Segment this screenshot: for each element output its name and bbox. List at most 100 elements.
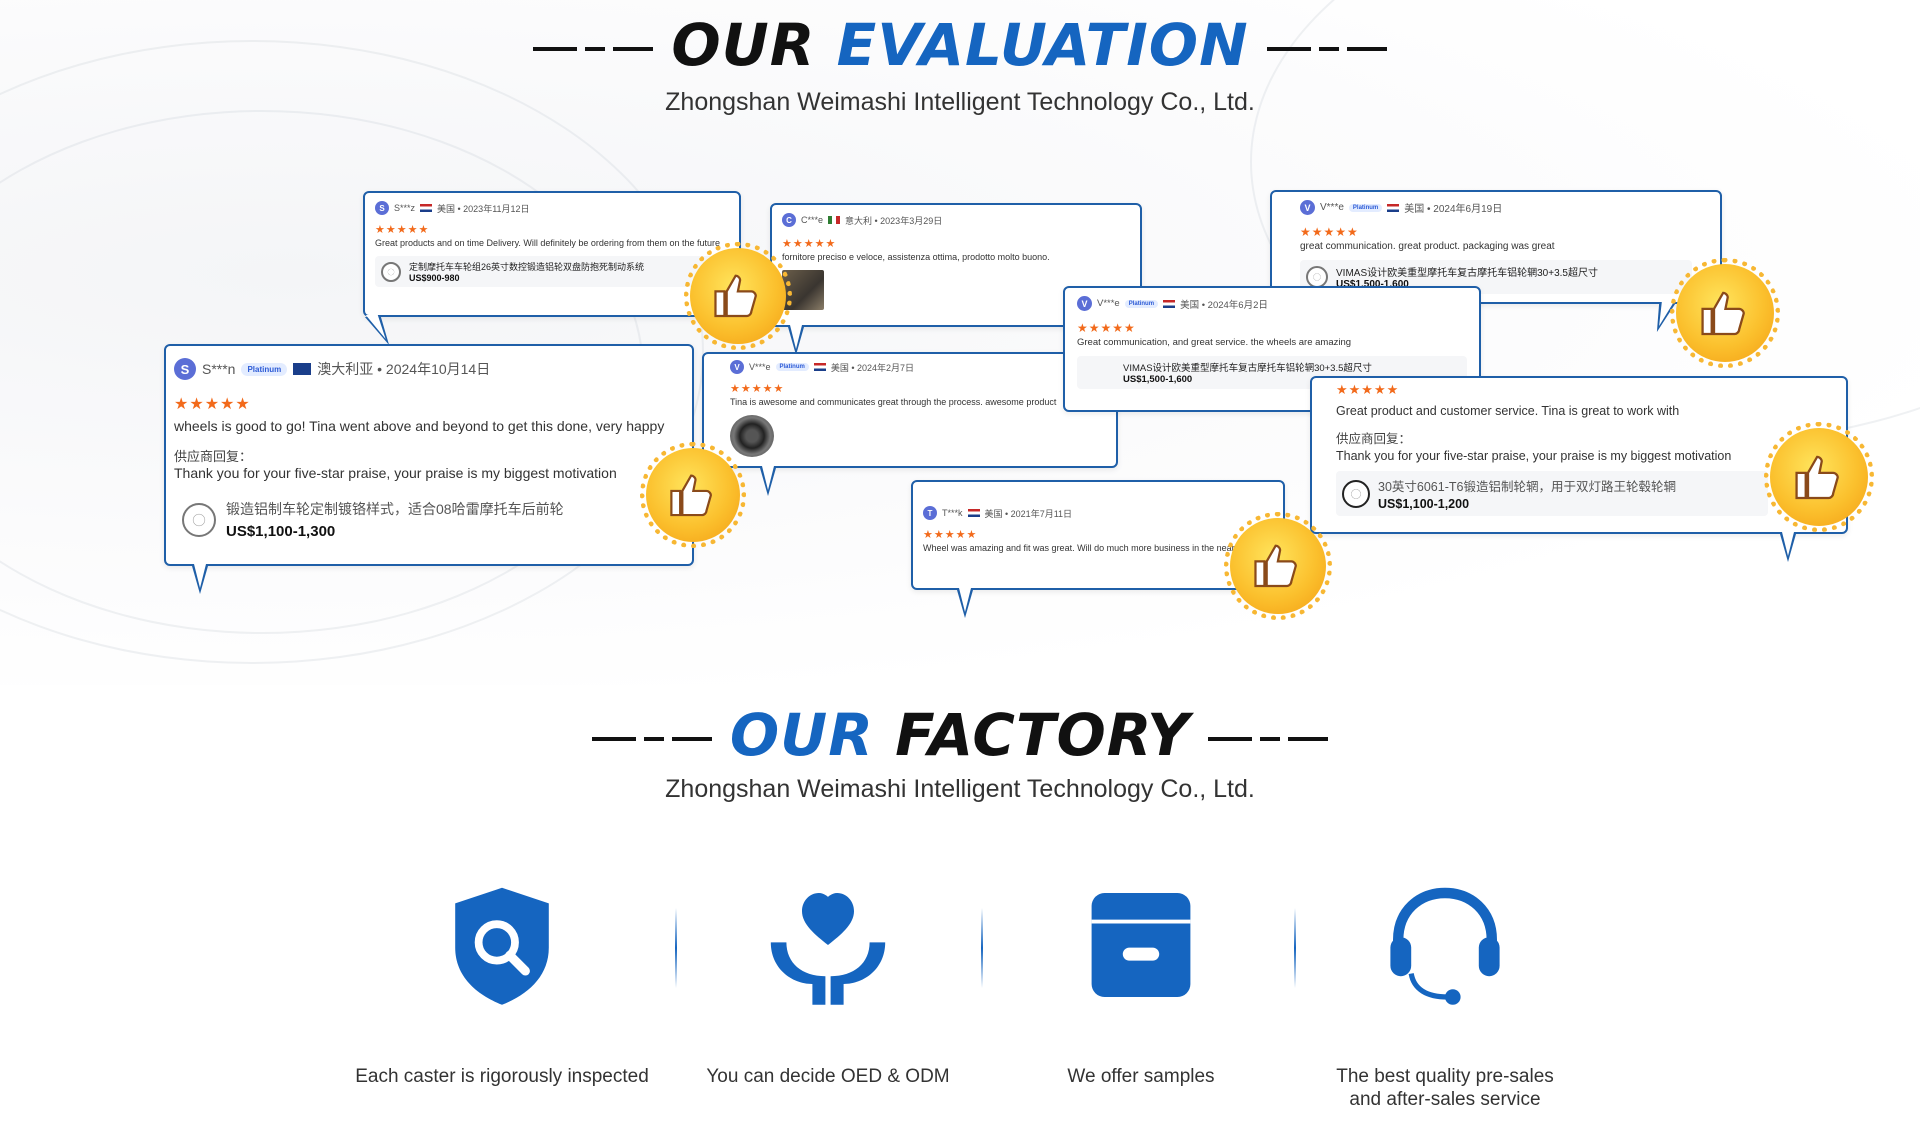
reviewer-name: S***z xyxy=(394,203,416,213)
product-name: VIMAS设计欧美重型摩托车复古摩托车铝轮辋30+3.5超尺寸 xyxy=(1336,268,1598,279)
feature-label: The best quality pre-sales and after-sal… xyxy=(1336,1066,1554,1110)
review-photo xyxy=(730,415,774,457)
speech-tail xyxy=(1780,532,1796,562)
rating-stars: ★★★★★ xyxy=(375,224,430,236)
flag-icon xyxy=(828,216,841,224)
reviewer-name: V***e xyxy=(1097,298,1120,309)
review-meta: 美国 • 2024年2月7日 xyxy=(830,362,915,373)
review-text: great communication. great product. pack… xyxy=(1300,241,1555,252)
review-meta: 美国 • 2023年11月12日 xyxy=(437,203,530,214)
avatar: V xyxy=(1077,296,1092,311)
platinum-badge: Platinum xyxy=(1348,203,1383,212)
supplier-reply-label: 供应商回复： xyxy=(1336,432,1412,446)
flag-icon xyxy=(1387,203,1400,212)
reviewer-name: V***e xyxy=(1320,202,1344,213)
flag-icon xyxy=(967,509,980,517)
reviewer-name: S***n xyxy=(202,361,236,377)
title-dash-left xyxy=(591,736,712,741)
rating-stars: ★★★★★ xyxy=(1336,382,1400,397)
review-meta: 美国 • 2024年6月2日 xyxy=(1180,299,1268,311)
feature-label: We offer samples xyxy=(1067,1066,1215,1087)
rating-stars: ★★★★★ xyxy=(1300,225,1359,239)
platinum-badge: Platinum xyxy=(775,363,809,371)
product-name: 定制摩托车车轮组26英寸数控锻造铝轮双盘防抱死制动系统 xyxy=(409,262,645,272)
wheel-icon xyxy=(1342,479,1370,508)
thumbs-up-icon xyxy=(640,442,746,548)
review-text: fornitore preciso e veloce, assistenza o… xyxy=(782,252,1050,262)
review-text: wheels is good to go! Tina went above an… xyxy=(174,418,665,434)
feature-divider xyxy=(675,908,677,988)
flag-icon xyxy=(813,363,826,371)
product-name: 锻造铝制车轮定制镀铬样式，适合08哈雷摩托车后前轮 xyxy=(226,501,564,517)
reviewer-name: T***k xyxy=(942,508,963,518)
reviewer-name: C***e xyxy=(801,215,824,225)
avatar: V xyxy=(730,360,744,374)
review-text: Great communication, and great service. … xyxy=(1077,337,1352,348)
title-word-evaluation: EVALUATION xyxy=(836,11,1249,79)
flag-icon xyxy=(1163,299,1176,308)
platinum-badge: Platinum xyxy=(1124,299,1159,308)
title-word-our: OUR xyxy=(671,11,816,79)
product-price: US$1,500-1,600 xyxy=(1336,279,1409,290)
rating-stars: ★★★★★ xyxy=(174,396,251,413)
wheel-icon xyxy=(381,261,401,282)
feature-divider xyxy=(1294,908,1296,988)
review-meta: 澳大利亚 • 2024年10月14日 xyxy=(317,361,491,377)
review-card: S S***z 美国 • 2023年11月12日 ★★★★★ Great produ… xyxy=(363,191,741,345)
reviewer-name: V***e xyxy=(749,362,771,372)
product-price: US$900-980 xyxy=(409,273,460,283)
product-price: US$1,500-1,600 xyxy=(1123,374,1193,385)
product-name: 30英寸6061-T6锻造铝制轮辋，用于双灯路王轮毂轮辋 xyxy=(1378,480,1676,494)
evaluation-title: OUR EVALUATION xyxy=(0,16,1920,74)
product-price: US$1,100-1,300 xyxy=(226,523,336,540)
title-dash-right xyxy=(1208,736,1329,741)
review-text: Wheel was amazing and fit was great. Wil… xyxy=(923,543,1261,553)
review-text: Tina is awesome and communicates great t… xyxy=(730,397,1057,407)
rating-stars: ★★★★★ xyxy=(782,238,837,250)
avatar: S xyxy=(375,201,389,215)
speech-tail xyxy=(760,466,776,496)
evaluation-section: OUR EVALUATION Zhongshan Weimashi Intell… xyxy=(0,0,1920,685)
evaluation-subtitle: Zhongshan Weimashi Intelligent Technolog… xyxy=(665,88,1255,116)
review-card: ★★★★★ Great product and customer service… xyxy=(1310,376,1848,562)
review-meta: 意大利 • 2023年3月29日 xyxy=(845,215,943,226)
rating-stars: ★★★★★ xyxy=(1077,321,1136,335)
avatar: C xyxy=(782,213,796,227)
review-meta: 美国 • 2021年7月11日 xyxy=(984,508,1073,519)
review-text: Great products and on time Delivery. Wil… xyxy=(375,238,720,248)
flag-icon xyxy=(293,363,312,375)
title-word-our: OUR xyxy=(729,701,874,769)
avatar: V xyxy=(1300,200,1315,215)
heart-hands-icon xyxy=(770,893,886,1005)
box-icon xyxy=(1091,893,1191,997)
thumbs-up-icon xyxy=(1670,258,1780,368)
feature-label: Each caster is rigorously inspected xyxy=(355,1066,649,1087)
rating-stars: ★★★★★ xyxy=(923,529,978,541)
feature-samples: We offer samples xyxy=(991,880,1291,1088)
factory-subtitle: Zhongshan Weimashi Intelligent Technolog… xyxy=(665,775,1255,803)
headset-icon xyxy=(1390,887,1500,1005)
thumbs-up-icon xyxy=(684,242,792,350)
thumbs-up-icon xyxy=(1224,512,1332,620)
product-price: US$1,100-1,200 xyxy=(1378,497,1470,511)
wheel-icon xyxy=(182,502,216,537)
avatar: T xyxy=(923,506,937,520)
rating-stars: ★★★★★ xyxy=(730,383,785,395)
thumbs-up-icon xyxy=(1764,422,1874,532)
speech-tail xyxy=(788,325,804,355)
factory-title: OUR FACTORY xyxy=(0,706,1920,764)
product-name: VIMAS设计欧美重型摩托车复古摩托车铝轮辋30+3.5超尺寸 xyxy=(1123,363,1372,374)
review-card: T T***k 美国 • 2021年7月11日 ★★★★★ Wheel was am… xyxy=(911,480,1285,618)
feature-service: The best quality pre-sales and after-sal… xyxy=(1295,880,1595,1111)
title-dash-left xyxy=(533,46,654,51)
review-card: V V***e Platinum 美国 • 2024年2月7日 ★★★★★ Tina … xyxy=(702,352,1118,496)
feature-oem-odm: You can decide OED & ODM xyxy=(678,880,978,1088)
wheel-icon xyxy=(1306,266,1328,288)
avatar: S xyxy=(174,358,196,380)
feature-inspection: Each caster is rigorously inspected xyxy=(352,880,652,1088)
flag-icon xyxy=(420,204,433,212)
feature-label: You can decide OED & ODM xyxy=(706,1066,950,1087)
review-text: Great product and customer service. Tina… xyxy=(1336,404,1680,418)
